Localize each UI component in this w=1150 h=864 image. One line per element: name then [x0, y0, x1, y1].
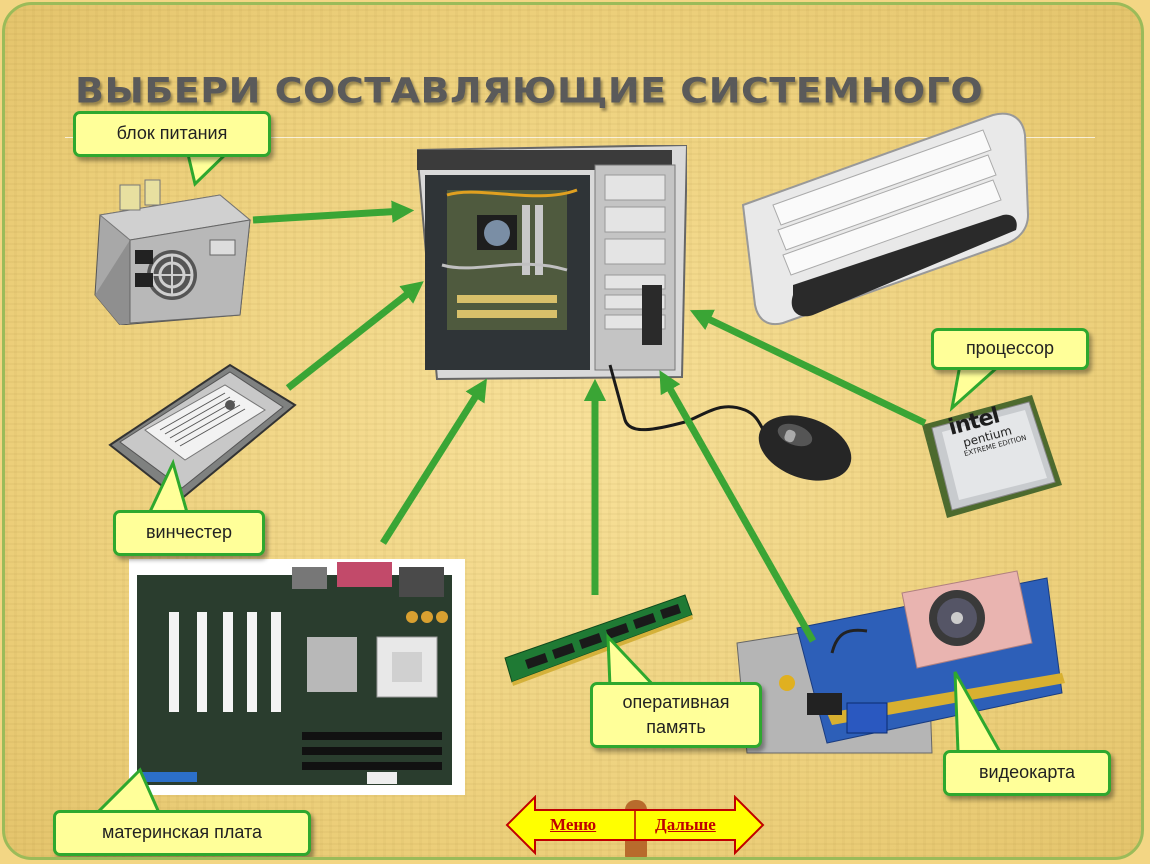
arrow-video-card	[659, 370, 817, 643]
arrow-power-supply	[252, 200, 415, 224]
cpu-image[interactable]	[917, 390, 1065, 520]
arrow-motherboard	[380, 378, 487, 545]
next-link[interactable]: Дальше	[655, 815, 716, 834]
callout-hard-drive[interactable]: винчестер	[113, 510, 265, 556]
callout-motherboard[interactable]: материнская плата	[53, 810, 311, 856]
callout-tail-cpu	[949, 363, 1004, 413]
title-divider	[65, 137, 1095, 138]
arrow-cpu	[689, 309, 927, 427]
video-card-image[interactable]	[727, 553, 1072, 768]
keyboard-image[interactable]	[733, 105, 1033, 330]
power-supply-image[interactable]	[90, 175, 255, 325]
menu-link[interactable]: Меню	[550, 815, 597, 834]
callout-tail-video-card	[953, 671, 1003, 754]
callout-cpu[interactable]: процессор	[931, 328, 1089, 370]
ram-module-image[interactable]	[500, 590, 695, 695]
callout-video-card[interactable]: видеокарта	[943, 750, 1111, 796]
callout-tail-hard-drive	[145, 458, 190, 518]
nav-arrow-shape	[505, 795, 765, 857]
system-unit-image[interactable]	[417, 145, 687, 380]
motherboard-image[interactable]	[127, 557, 467, 797]
callout-ram[interactable]: оперативная память	[590, 682, 762, 748]
mouse-image[interactable]	[605, 360, 865, 495]
connection-arrows	[252, 200, 927, 643]
arrow-hard-drive	[285, 281, 424, 391]
callout-power-supply[interactable]: блок питания	[73, 111, 271, 157]
hard-drive-image[interactable]	[105, 360, 300, 505]
